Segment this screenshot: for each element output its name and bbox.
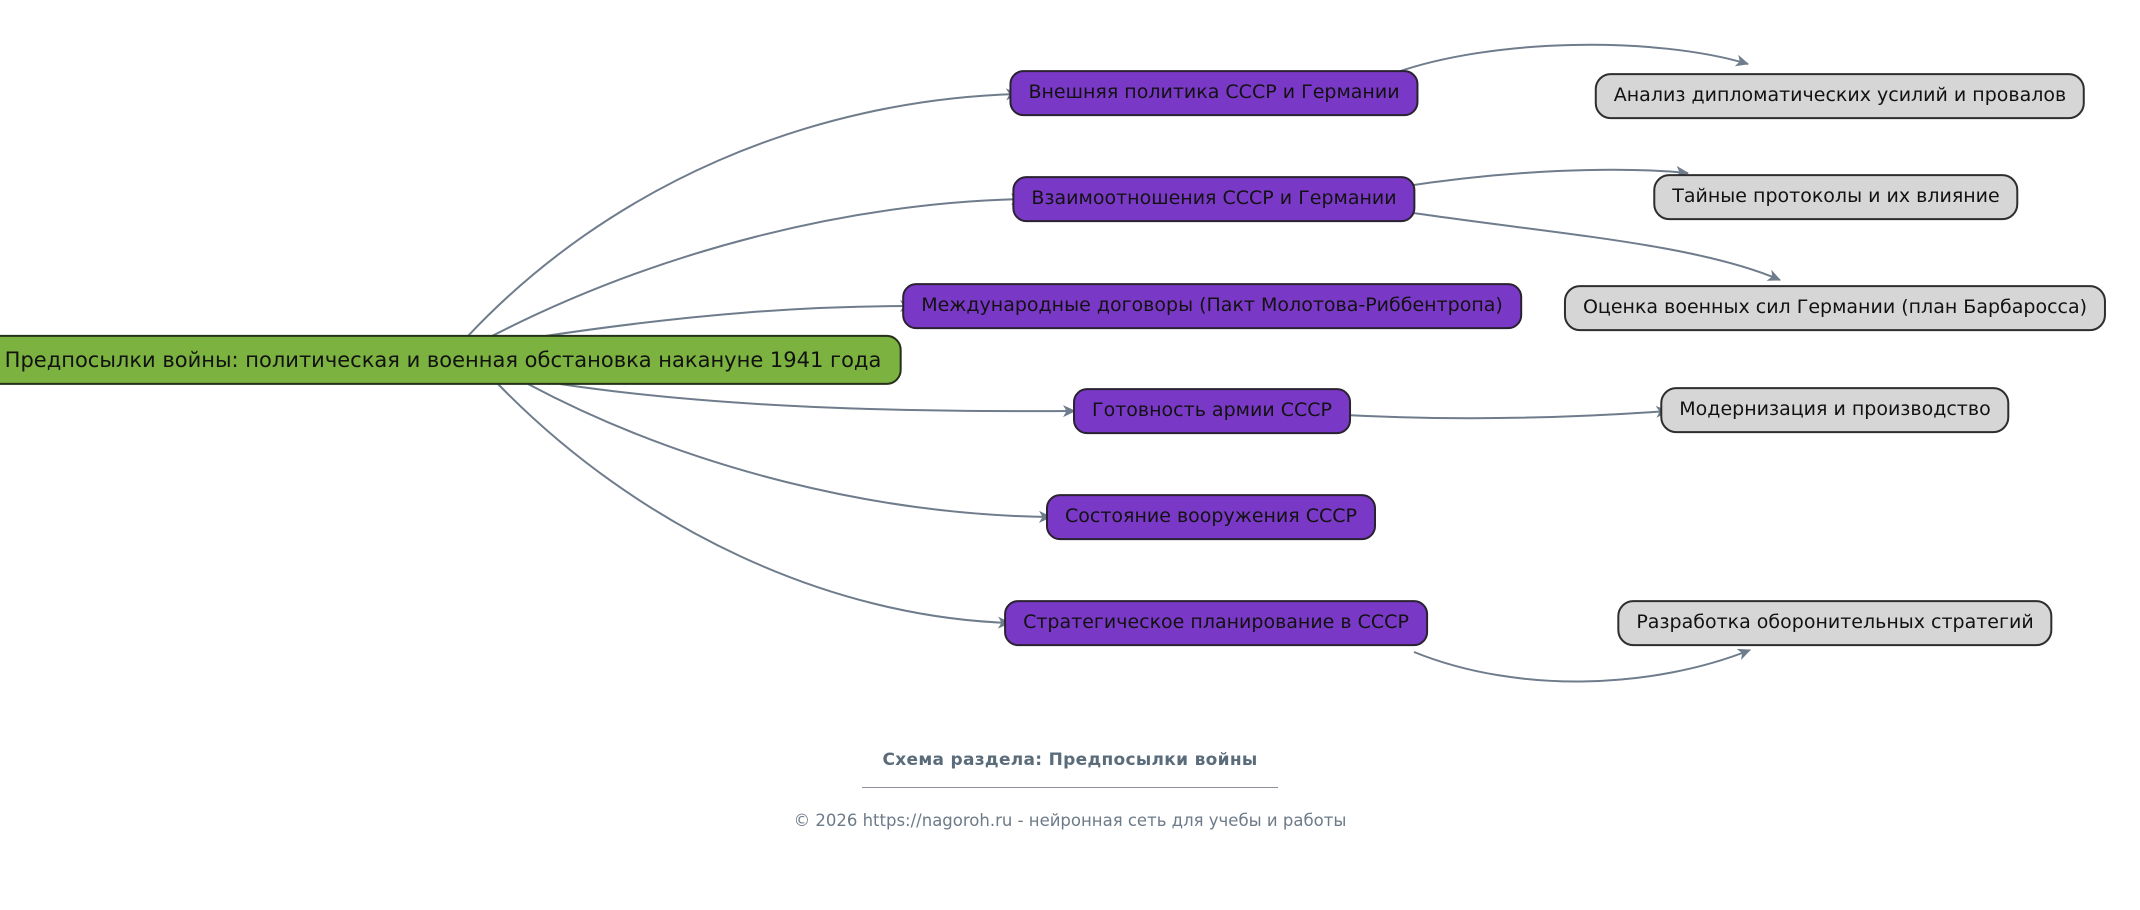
- edge-root-topic5: [527, 383, 1052, 523]
- edge-topic6-detail5: [1413, 648, 1751, 683]
- edge-root-topic1: [467, 88, 1019, 337]
- node-topic-international-treaties: Международные договоры (Пакт Молотова-Ри…: [902, 283, 1522, 329]
- edge-topic2-detail3: [1399, 210, 1781, 281]
- node-topic-strategic-planning: Стратегическое планирование в СССР: [1004, 600, 1428, 646]
- edge-topic4-detail4: [1344, 405, 1669, 420]
- node-detail-secret-protocols: Тайные протоколы и их влияние: [1653, 174, 2019, 220]
- footer-copyright: © 2026 https://nagoroh.ru - нейронная се…: [793, 811, 1347, 830]
- caption-block: Схема раздела: Предпосылки войны © 2026 …: [620, 750, 1520, 830]
- node-topic-army-readiness: Готовность армии СССР: [1073, 388, 1351, 434]
- node-detail-german-forces-assessment: Оценка военных сил Германии (план Барбар…: [1563, 285, 2107, 331]
- node-detail-defensive-strategies: Разработка оборонительных стратегий: [1617, 600, 2053, 646]
- edge-root-topic6: [497, 383, 1011, 629]
- edge-topic2-detail2: [1399, 165, 1689, 188]
- diagram-caption: Схема раздела: Предпосылки войны: [882, 750, 1258, 770]
- edge-root-topic2: [491, 193, 1024, 337]
- node-root: Предпосылки войны: политическая и военна…: [0, 334, 902, 386]
- node-topic-armament-state: Состояние вооружения СССР: [1045, 494, 1377, 540]
- node-detail-modernization-production: Модернизация и производство: [1660, 387, 2010, 433]
- edge-topic1-detail1: [1391, 43, 1749, 75]
- node-detail-diplomatic-analysis: Анализ дипломатических усилий и провалов: [1594, 73, 2086, 119]
- caption-divider: [862, 787, 1278, 788]
- edge-root-topic4: [559, 383, 1076, 418]
- edge-root-topic3: [544, 300, 913, 337]
- node-topic-ussr-germany-relations: Взаимоотношения СССР и Германии: [1012, 176, 1416, 222]
- node-topic-foreign-policy: Внешняя политика СССР и Германии: [1009, 70, 1419, 116]
